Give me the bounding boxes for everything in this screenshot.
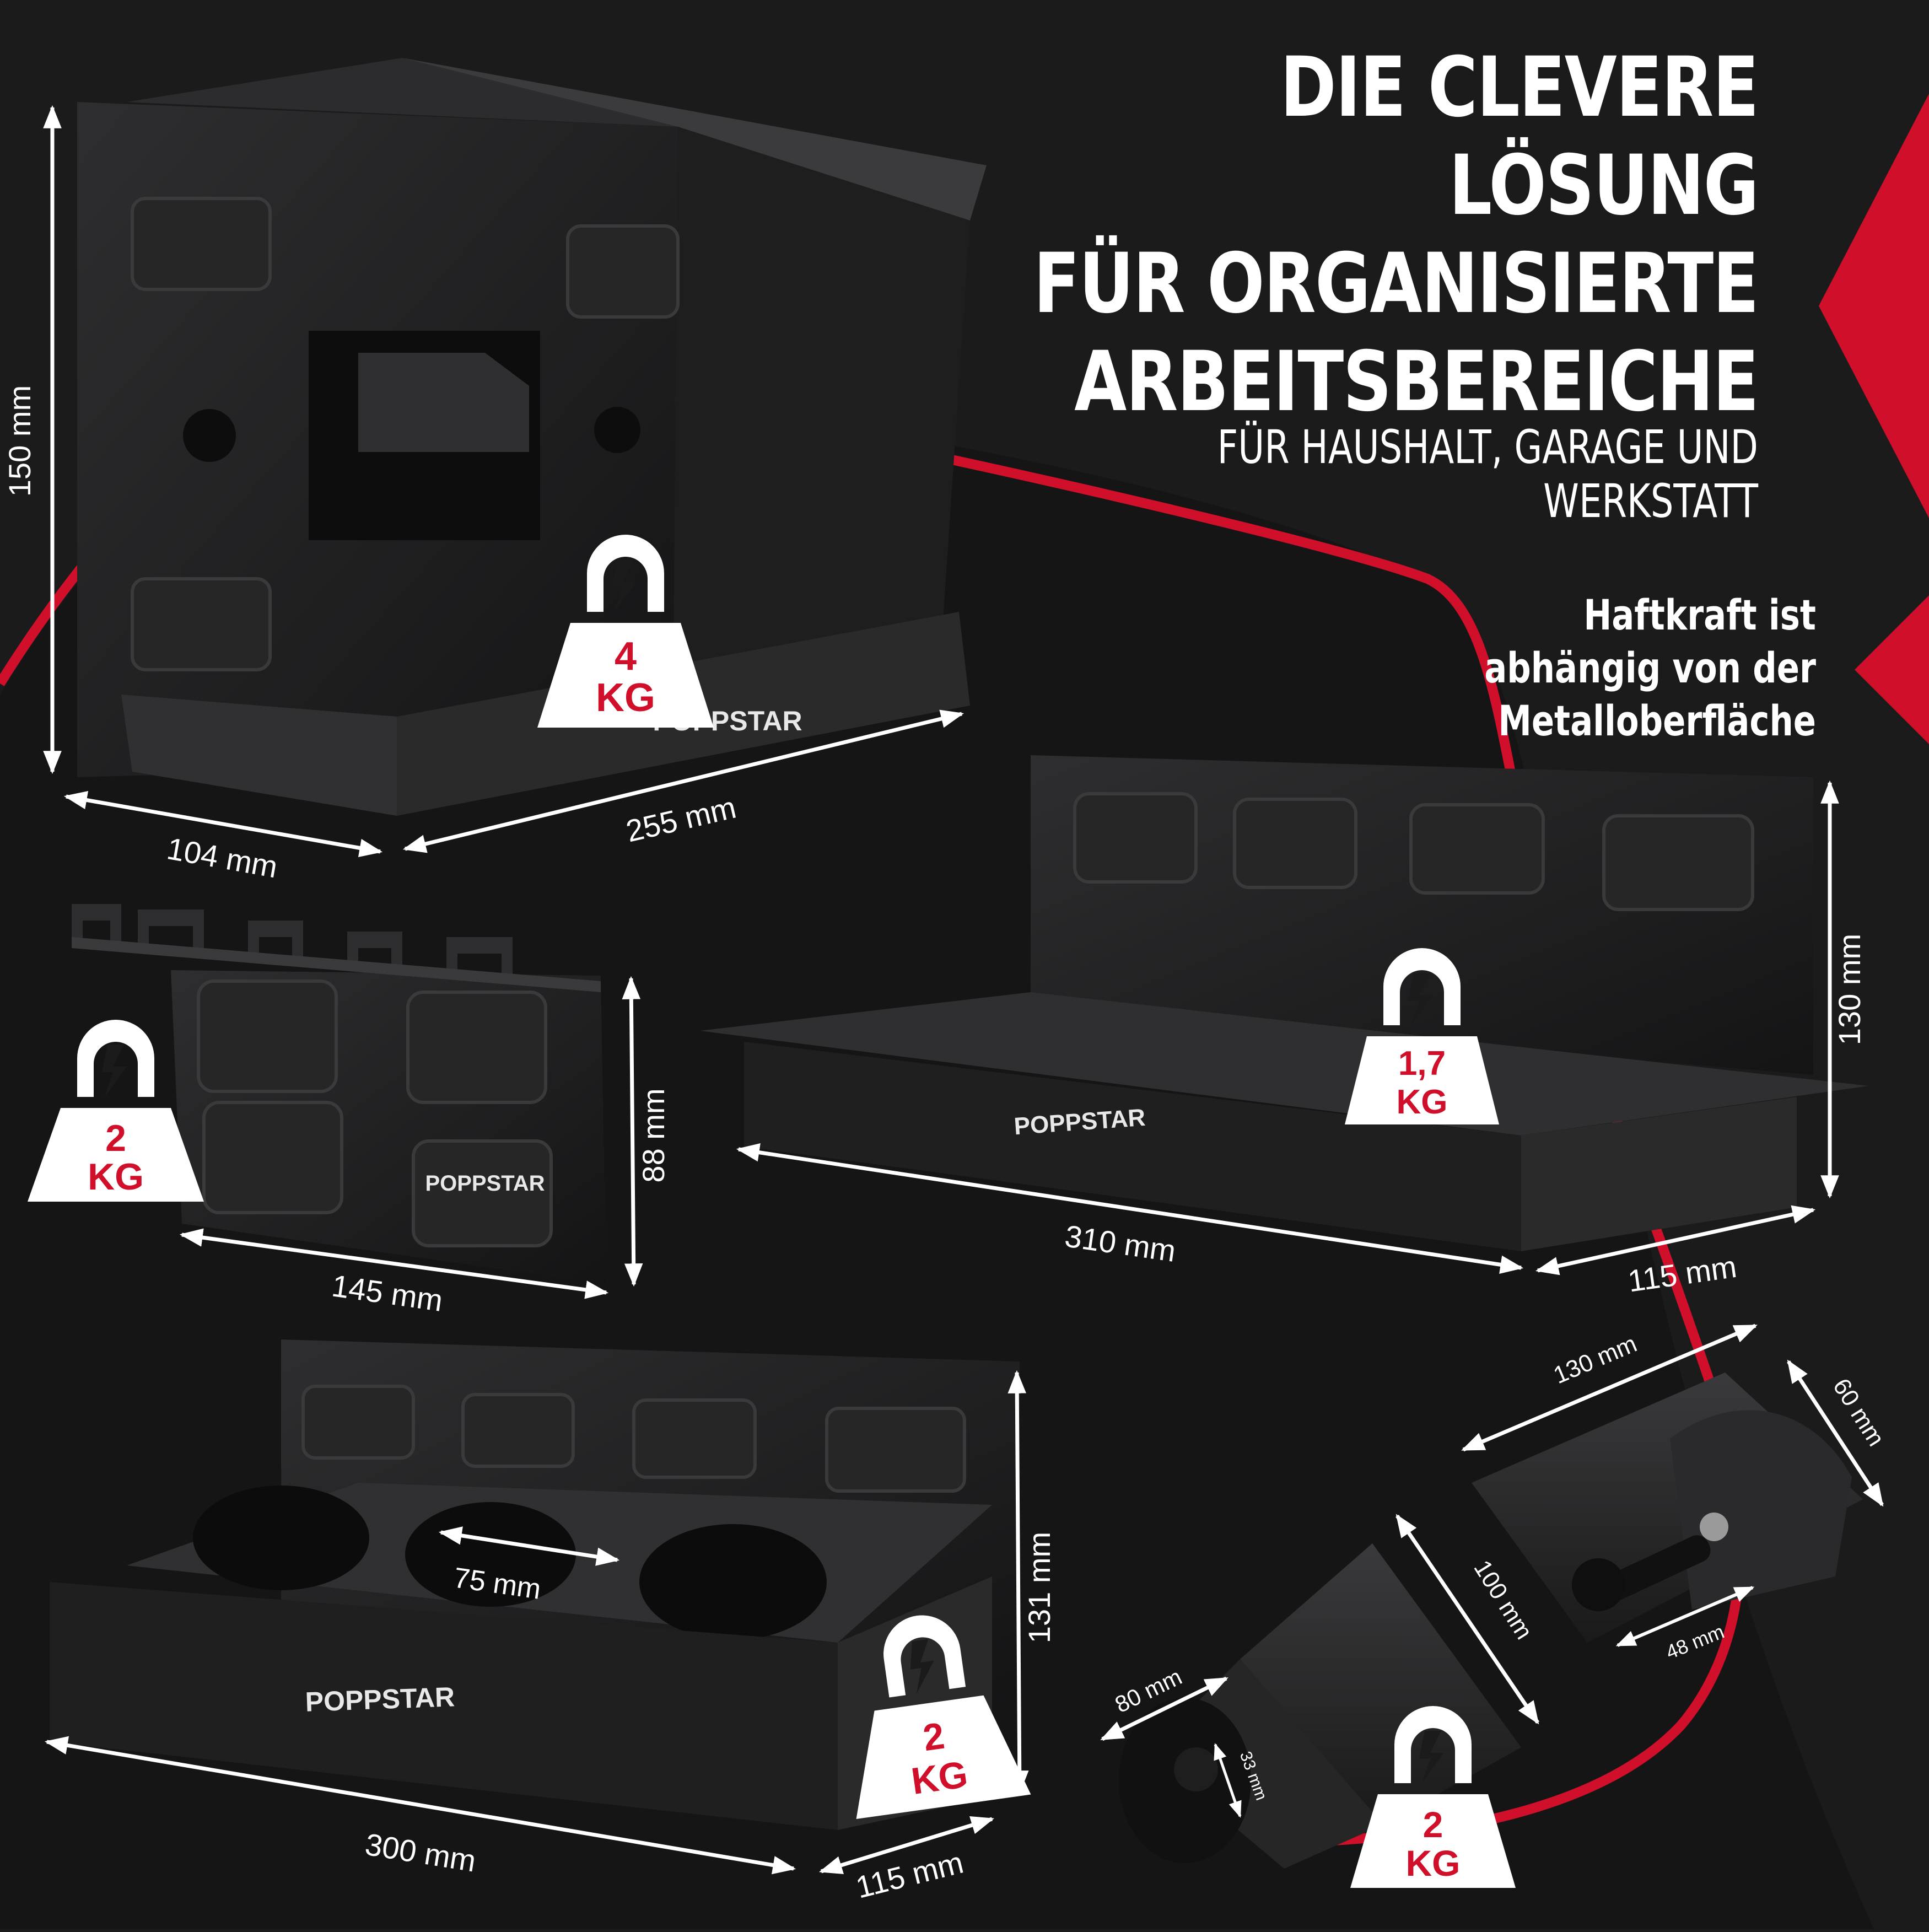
lightning-icon — [612, 559, 637, 612]
load-value: 2 — [105, 1117, 126, 1159]
dimension-arrow — [1615, 1586, 1755, 1647]
load-unit: KG — [88, 1156, 144, 1198]
weight-icon — [1345, 1036, 1499, 1124]
shelf: POPPSTAR 1,7 KG 310 mm 115 mm 130 mm — [700, 755, 1868, 1299]
weight-icon — [1350, 1794, 1516, 1888]
dimension-arrow — [736, 1143, 1524, 1274]
dimension-arrow — [179, 1228, 609, 1299]
dimension-arrow — [1535, 1205, 1816, 1276]
dimension-label: 150 mm — [2, 385, 37, 497]
dimension-arrow — [1395, 1514, 1539, 1725]
dimension-arrow — [402, 709, 964, 853]
dimension-label: 130 mm — [1832, 934, 1867, 1045]
adhesion-note: Haftkraft ist abhängig von der Metallobe… — [1419, 589, 1816, 747]
brand-logo: POPPSTAR — [305, 1681, 455, 1717]
load-badge: 2 KG — [1350, 1706, 1516, 1888]
dimension-arrow — [63, 790, 383, 858]
brand-logo: POPPSTAR — [425, 1171, 545, 1196]
paper-towel-holder: POPPSTAR 4 KG 150 mm 104 mm 255 mm — [2, 58, 987, 884]
weight-icon — [28, 1108, 204, 1202]
headline-line: ARBEITSBEREICHE — [1074, 334, 1759, 430]
note-line: Haftkraft ist — [1583, 590, 1816, 639]
load-badge: 2 KG — [856, 1615, 1031, 1820]
subheadline: FÜR HAUSHALT, GARAGE UND WERKSTATT — [1217, 420, 1758, 528]
dimension-arrow — [438, 1526, 620, 1566]
load-unit: KG — [909, 1753, 971, 1802]
lightning-icon — [1419, 1731, 1444, 1783]
lightning-icon — [1408, 973, 1433, 1025]
load-value: 1,7 — [1398, 1045, 1446, 1083]
load-unit: KG — [596, 676, 655, 720]
dimension-arrow — [1100, 1676, 1228, 1741]
svg-text:POPPSTAR: POPPSTAR — [425, 1171, 545, 1196]
dimension-arrow — [1214, 1743, 1242, 1818]
load-value: 2 — [1423, 1804, 1443, 1845]
load-unit: KG — [1406, 1843, 1461, 1883]
dimension-arrow — [1787, 1359, 1884, 1507]
load-badge: 2 KG — [28, 1020, 204, 1202]
lightning-icon — [910, 1639, 934, 1694]
note-line: Metalloberfläche — [1498, 696, 1816, 745]
weight-icon — [856, 1695, 1031, 1820]
dimension-arrow — [818, 1816, 995, 1874]
lightning-icon — [102, 1045, 127, 1097]
headline-line: FÜR ORGANISIERTE — [1033, 236, 1759, 332]
svg-text:POPPSTAR: POPPSTAR — [305, 1681, 455, 1717]
dimension-label: 60 mm — [1828, 1374, 1890, 1451]
magnetic-hooks: 2 KG 130 mm 60 mm 48 mm 100 mm 80 mm 33 … — [1100, 1323, 1890, 1888]
dimension-arrow — [44, 1736, 796, 1875]
can-holder: POPPSTAR 2 KG 75 mm 300 mm 115 mm 131 mm — [44, 1339, 1057, 1905]
dimension-arrow — [622, 976, 643, 1287]
weight-icon — [537, 623, 714, 728]
dimension-label: 131 mm — [1022, 1532, 1057, 1643]
load-unit: KG — [1397, 1083, 1448, 1121]
dimension-label: 88 mm — [636, 1088, 671, 1182]
headline: DIE CLEVERE LÖSUNG FÜR ORGANISIERTE ARBE… — [990, 39, 1759, 431]
load-value: 4 — [615, 634, 637, 679]
red-side-chevron-top — [1819, 94, 1929, 518]
red-side-chevron-bottom — [1855, 595, 1929, 744]
headline-line: DIE CLEVERE LÖSUNG — [1280, 40, 1759, 234]
dimension-arrow — [1461, 1323, 1758, 1452]
hook-rack: POPPSTAR 2 KG 145 mm 88 mm — [28, 904, 671, 1318]
dimension-arrow — [1007, 1370, 1029, 1794]
note-line: abhängig von der — [1484, 643, 1816, 692]
load-badge: 1,7 KG — [1345, 948, 1499, 1124]
